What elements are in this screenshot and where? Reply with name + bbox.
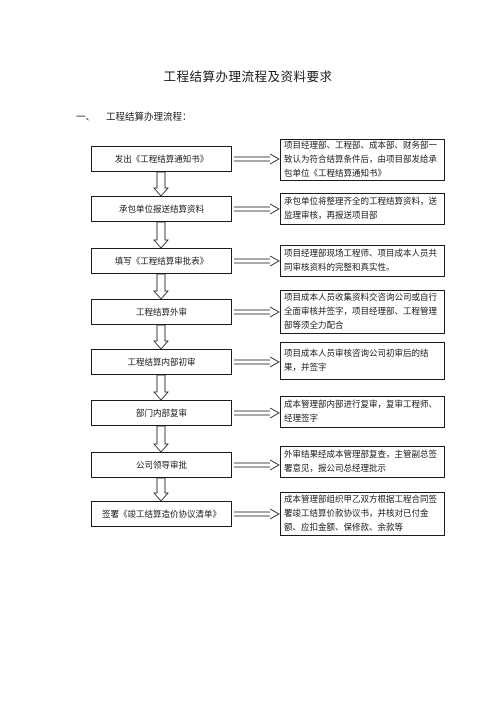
arrow-head [269,153,280,165]
arrow-head [269,407,280,419]
horizontal-arrow [234,407,280,419]
step-5-description: 项目成本人员审核咨询公司初审后的结果，并签字 [280,342,445,380]
step-description-text: 项目成本人员收集资料交咨询公司或自行全面审核并签字，项目经理部、工程管理部等须全… [284,293,438,331]
flow-step-label: 填写《工程结算审批表》 [114,257,209,267]
flow-step-1: 发出《工程结算通知书》 [91,146,232,172]
flow-step-5: 工程结算内部初审 [91,349,232,375]
flow-step-6: 部门内部复审 [91,400,232,426]
step-description-text: 外审结果经成本管理部复查，主管副总签署意见，报公司总经理批示 [284,450,438,474]
step-description-text: 成本管理部内部进行复审，复审工程师、经理签字 [284,400,438,424]
step-3-description: 项目经理部现场工程师、项目成本人员共同审核资料的完整和真实性。 [280,245,445,277]
flow-step-3: 填写《工程结算审批表》 [91,248,232,274]
section-number: 一、 [76,112,96,123]
flow-step-2: 承包单位报送结算资料 [91,196,232,222]
arrow-head [269,255,280,267]
horizontal-arrow [234,459,280,471]
down-arrow [153,221,169,249]
step-2-description: 承包单位将整理齐全的工程结算资料，送监理审核，再报送项目部 [280,193,445,225]
horizontal-arrow [234,255,280,267]
horizontal-arrow [234,203,280,215]
arrow-head [269,203,280,215]
arrow-head [269,306,280,318]
down-arrow [153,171,169,197]
flow-step-label: 签署《竣工结算造价协议清单》 [101,510,221,520]
down-arrow [153,477,169,502]
horizontal-arrow [234,153,280,165]
step-1-description: 项目经理部、工程部、成本部、财务部一致认为符合结算条件后，由项目部发给承包单位《… [280,139,445,181]
section-heading: 一、工程结算办理流程： [76,109,192,123]
flow-step-label: 部门内部复审 [135,409,187,419]
flow-step-8: 签署《竣工结算造价协议清单》 [91,501,232,527]
step-description-text: 承包单位将整理齐全的工程结算资料，送监理审核，再报送项目部 [284,197,438,221]
step-4-description: 项目成本人员收集资料交咨询公司或自行全面审核并签字，项目经理部、工程管理部等须全… [280,290,445,334]
flow-step-label: 公司领导审批 [135,461,187,471]
page-title: 工程结算办理流程及资料要求 [163,69,333,84]
vertical-arrows [153,171,169,502]
flow-step-label: 工程结算外审 [135,308,187,318]
down-arrow [153,374,169,401]
step-description-text: 项目经理部、工程部、成本部、财务部一致认为符合结算条件后，由项目部发给承包单位《… [284,141,438,179]
step-6-description: 成本管理部内部进行复审，复审工程师、经理签字 [280,396,445,428]
step-description-text: 成本管理部组织甲乙双方根据工程合同签署竣工结算价款协议书，并核对已付金额、应扣金… [284,495,438,533]
horizontal-arrow [234,356,280,368]
horizontal-arrow [234,508,280,520]
step-description-text: 项目成本人员审核咨询公司初审后的结果，并签字 [284,349,429,373]
arrow-head [269,459,280,471]
step-7-description: 外审结果经成本管理部复查，主管副总签署意见，报公司总经理批示 [280,446,445,478]
flow-step-7: 公司领导审批 [91,452,232,478]
arrow-head [269,356,280,368]
down-arrow [153,324,169,350]
arrow-head [269,508,280,520]
flow-step-4: 工程结算外审 [91,299,232,325]
horizontal-arrows [234,153,280,520]
down-arrow [153,425,169,453]
step-8-description: 成本管理部组织甲乙双方根据工程合同签署竣工结算价款协议书，并核对已付金额、应扣金… [280,492,445,536]
step-description-text: 项目经理部现场工程师、项目成本人员共同审核资料的完整和真实性。 [284,249,438,273]
flow-step-label: 发出《工程结算通知书》 [114,155,209,165]
section-label: 工程结算办理流程： [106,112,192,123]
down-arrow [153,273,169,300]
horizontal-arrow [234,306,280,318]
flow-step-label: 承包单位报送结算资料 [118,205,204,215]
flow-step-label: 工程结算内部初审 [127,358,196,368]
